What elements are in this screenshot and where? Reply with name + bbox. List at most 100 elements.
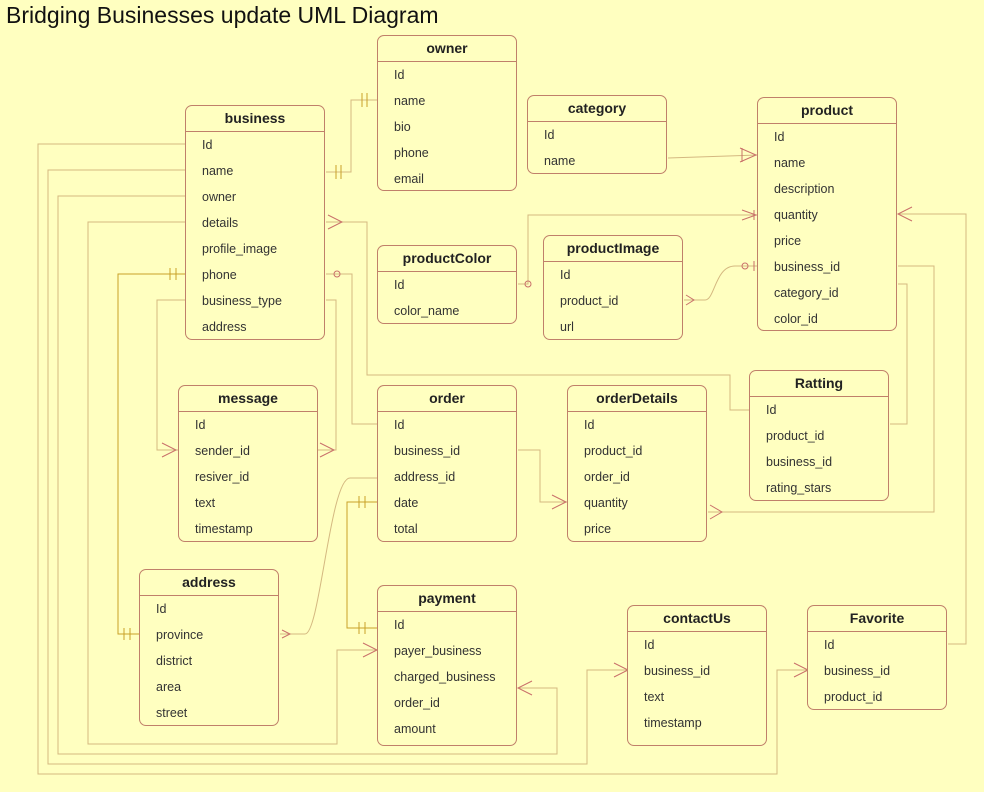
entity-title: payment (378, 586, 516, 612)
entity-field: order_id (584, 470, 630, 484)
entity-field: product_id (560, 294, 619, 308)
entity-title: order (378, 386, 516, 412)
entity-field: timestamp (195, 522, 253, 536)
entity-field: business_id (824, 664, 891, 678)
entity-field: details (202, 216, 239, 230)
rel-productimage-product (684, 265, 758, 301)
entity-field: business_type (202, 294, 282, 308)
entity-field: Id (394, 68, 405, 82)
entity-field: price (774, 234, 802, 248)
rel-business-payment-charged (57, 195, 558, 755)
rel-business-ratting (326, 221, 750, 411)
entity-title: productImage (544, 236, 682, 262)
entity-field: name (774, 156, 806, 170)
entity-field: resiver_id (195, 470, 250, 484)
rel-business-owner (326, 99, 377, 173)
entity-field: amount (394, 722, 436, 736)
entity-title: business (186, 106, 324, 132)
rel-ratting-product (890, 283, 908, 425)
rel-order-payment (346, 501, 377, 629)
entity-field: phone (394, 146, 429, 160)
entity-field: Id (584, 418, 595, 432)
entity-field: text (195, 496, 216, 510)
rel-productcolor-product (518, 214, 758, 285)
entity-field: bio (394, 120, 411, 134)
rel-business-payment-payer (87, 221, 377, 745)
rel-favorite-product (898, 213, 967, 645)
entity-field: Id (156, 602, 167, 616)
entity-field: owner (202, 190, 237, 204)
entity-field: color_id (774, 312, 818, 326)
entity-field: Id (560, 268, 571, 282)
entity-field: business_id (394, 444, 461, 458)
entity-field: address (202, 320, 247, 334)
entity-field: area (156, 680, 182, 694)
entity-title: orderDetails (568, 386, 706, 412)
entity-field: Id (544, 128, 555, 142)
entity-field: Id (824, 638, 835, 652)
entity-field: profile_image (202, 242, 278, 256)
entity-field: date (394, 496, 419, 510)
entity-field: Id (202, 138, 213, 152)
rel-business-order (326, 273, 377, 425)
entity-field: product_id (584, 444, 643, 458)
rel-category-product (667, 154, 759, 159)
entity-field: payer_business (394, 644, 482, 658)
entity-field: quantity (584, 496, 628, 510)
entity-field: district (156, 654, 193, 668)
rel-order-orderdetails (518, 449, 568, 503)
entity-field: Id (394, 278, 405, 292)
entity-field: product_id (766, 429, 825, 443)
entity-field: rating_stars (766, 481, 832, 495)
entity-field: charged_business (394, 670, 496, 684)
entity-field: business_id (644, 664, 711, 678)
entity-title: category (528, 96, 666, 122)
entity-field: street (156, 706, 188, 720)
rel-business-favorite (37, 143, 808, 775)
entity-field: url (560, 320, 574, 334)
entity-field: Id (394, 418, 405, 432)
entity-title: product (758, 98, 896, 124)
entity-field: Id (394, 618, 405, 632)
entity-title: address (140, 570, 278, 596)
entity-field: business_id (774, 260, 841, 274)
entity-field: color_name (394, 304, 460, 318)
rel-business-address (117, 273, 186, 635)
entity-field: description (774, 182, 835, 196)
rel-orderdetails-product (708, 265, 935, 513)
entity-field: name (394, 94, 426, 108)
entity-title: Ratting (750, 371, 888, 397)
entity-field: product_id (824, 690, 883, 704)
entity-field: email (394, 172, 424, 186)
entity-title: contactUs (628, 606, 766, 632)
entity-field: name (202, 164, 234, 178)
entity-field: sender_id (195, 444, 250, 458)
diagram-title: Bridging Businesses update UML Diagram (6, 2, 439, 28)
entity-field: Id (774, 130, 785, 144)
entity-title: productColor (378, 246, 516, 272)
entity-title: message (179, 386, 317, 412)
entity-field: phone (202, 268, 237, 282)
entity-field: timestamp (644, 716, 702, 730)
entity-field: address_id (394, 470, 456, 484)
rel-address-order (280, 477, 377, 635)
entity-field: quantity (774, 208, 818, 222)
entity-field: Id (644, 638, 655, 652)
entity-field: total (394, 522, 418, 536)
entity-field: Id (195, 418, 206, 432)
